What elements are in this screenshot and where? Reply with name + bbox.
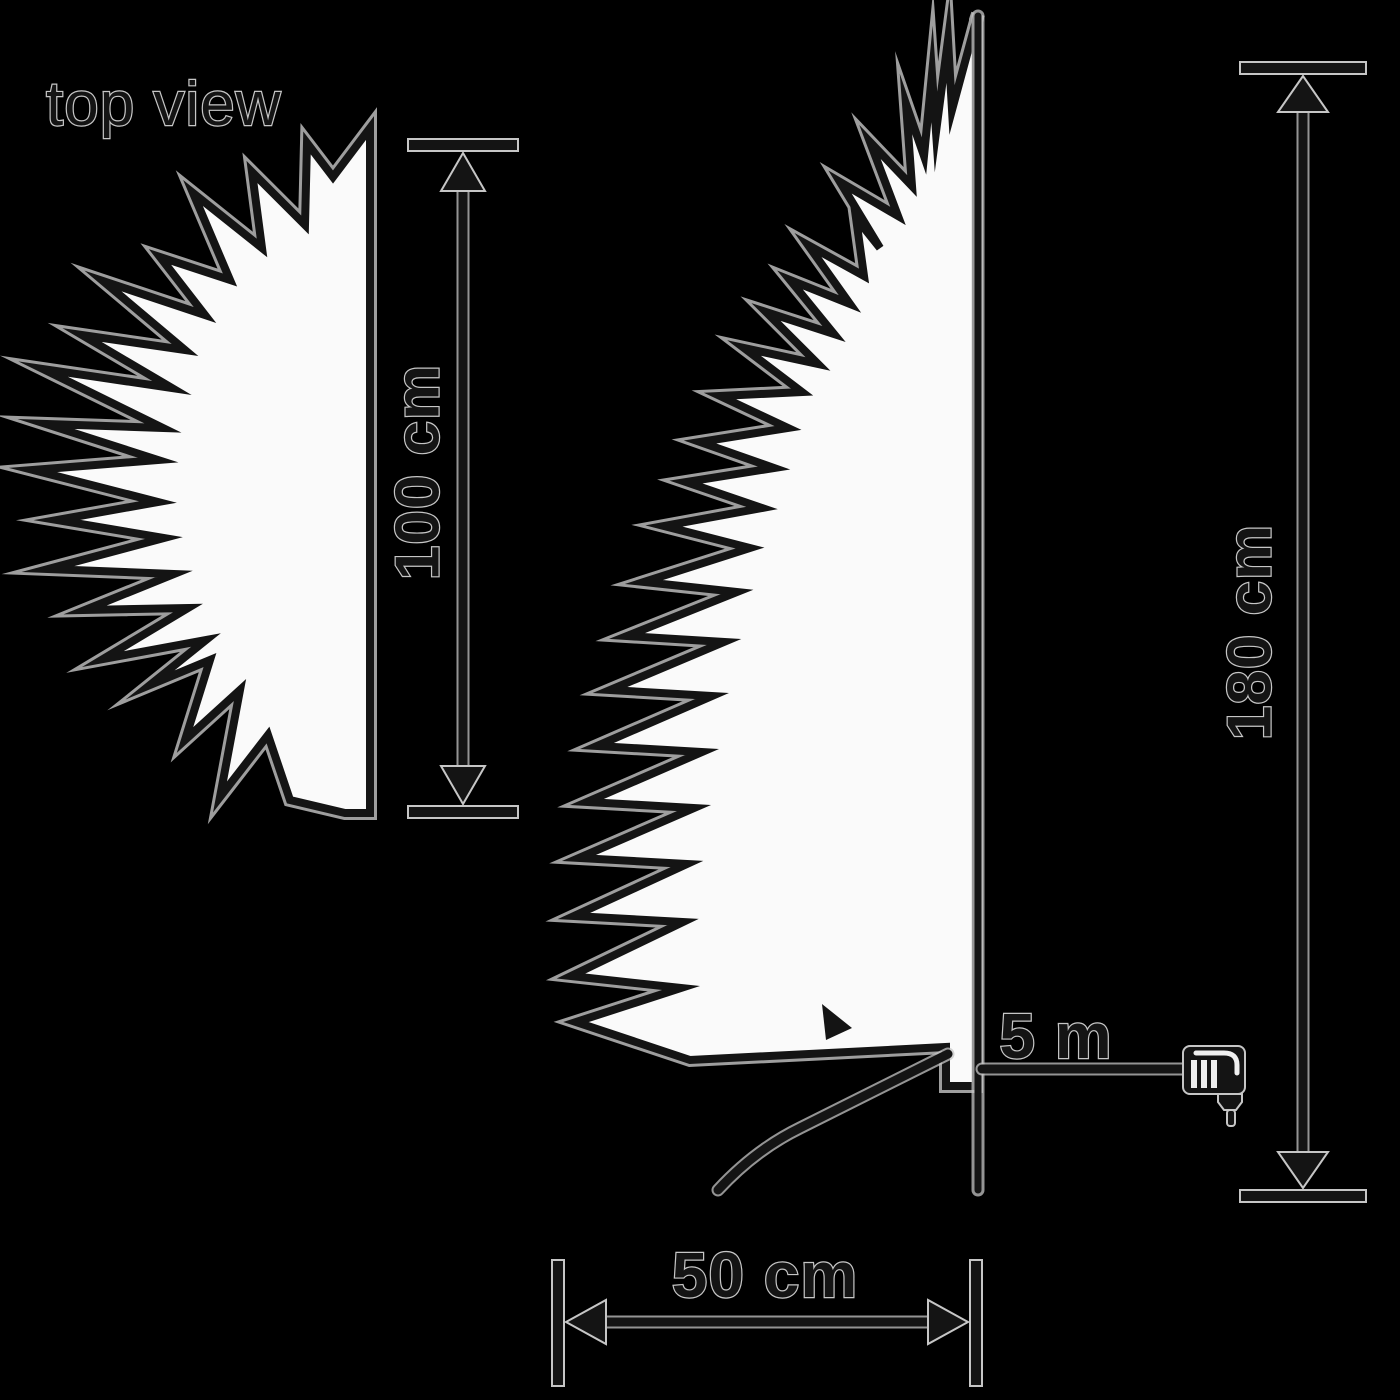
dim-100cm-arrow: [407, 138, 519, 819]
dim-180cm-arrow: [1239, 61, 1367, 1203]
dim-180cm-arrowhead-up-icon: [1276, 74, 1330, 113]
dim-50cm-arrowhead-right-icon: [927, 1298, 971, 1346]
stand-leg: [713, 1049, 953, 1195]
dim-180cm-label: 180 cm: [1216, 524, 1285, 740]
dim-50cm-arrow: [551, 1259, 983, 1387]
dim-50cm-label: 50 cm: [672, 1239, 858, 1311]
plug-pin: [1226, 1109, 1236, 1127]
plug-highlight: [1193, 1050, 1240, 1076]
dim-100cm-arrowhead-down-icon: [439, 765, 487, 806]
plug-vent-slot: [1211, 1060, 1217, 1088]
dim-180cm-cap-top: [1239, 61, 1367, 75]
dim-50cm-arrowhead-left-icon: [563, 1298, 607, 1346]
dim-100cm-cap-bottom: [407, 805, 519, 819]
plug-vent-slot: [1191, 1060, 1197, 1088]
plug-vent-slot: [1201, 1060, 1207, 1088]
power-plug-icon: [1182, 1045, 1246, 1127]
dim-50cm-cap-right: [969, 1259, 983, 1387]
dim-50cm-cap-left: [551, 1259, 565, 1387]
dim-180cm-arrowhead-down-icon: [1276, 1151, 1330, 1190]
dim-100cm-label: 100 cm: [384, 364, 453, 580]
dim-100cm-cap-top: [407, 138, 519, 152]
dim-180cm-cap-bottom: [1239, 1189, 1367, 1203]
branch-detail: [822, 1004, 852, 1040]
dim-100cm-arrowhead-up-icon: [439, 151, 487, 192]
plug-prong: [1217, 1093, 1243, 1111]
cable-length-label: 5 m: [999, 1000, 1112, 1072]
top-view-label: top view: [46, 70, 281, 139]
